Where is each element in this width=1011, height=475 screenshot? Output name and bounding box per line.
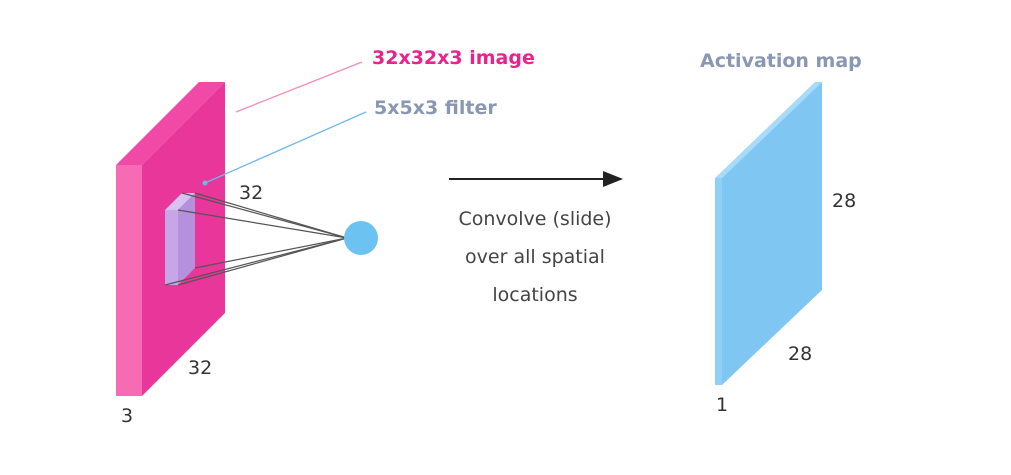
projection-line — [194, 192, 348, 239]
projection-line — [164, 237, 348, 286]
image-depth-label: 3 — [121, 405, 134, 427]
filter-top-face — [165, 193, 195, 210]
image-title-pointer — [235, 61, 363, 113]
projection-line — [177, 209, 348, 239]
activation-map-volume — [715, 82, 822, 385]
activation-top-face — [715, 82, 822, 178]
activation-front-face — [715, 178, 722, 385]
activation-width-label: 28 — [788, 343, 813, 365]
filter-pointer-dot — [202, 180, 208, 186]
image-title: 32x32x3 image — [372, 47, 535, 69]
convolve-caption: Convolve (slide) over all spatial locati… — [420, 200, 650, 314]
filter-to-neuron-lines — [164, 192, 348, 286]
filter-title-pointer — [204, 111, 367, 184]
image-width-label: 32 — [188, 357, 213, 379]
caption-line: Convolve (slide) — [458, 208, 612, 230]
filter-front-face — [165, 210, 178, 285]
activation-map-title: Activation map — [700, 50, 862, 72]
image-height-label: 32 — [239, 182, 264, 204]
activation-depth-label: 1 — [716, 394, 729, 416]
filter-title: 5x5x3 filter — [374, 97, 497, 119]
activation-height-label: 28 — [832, 190, 857, 212]
caption-line: locations — [492, 284, 578, 306]
projection-line — [181, 192, 348, 239]
caption-line: over all spatial — [465, 246, 605, 268]
circle-neuron-icon — [344, 221, 378, 255]
filter-volume — [165, 193, 195, 285]
image-top-face — [116, 82, 225, 165]
image-front-face — [116, 165, 142, 396]
filter-side-face — [178, 193, 195, 285]
activation-side-face — [722, 82, 822, 385]
projection-line — [194, 237, 348, 269]
